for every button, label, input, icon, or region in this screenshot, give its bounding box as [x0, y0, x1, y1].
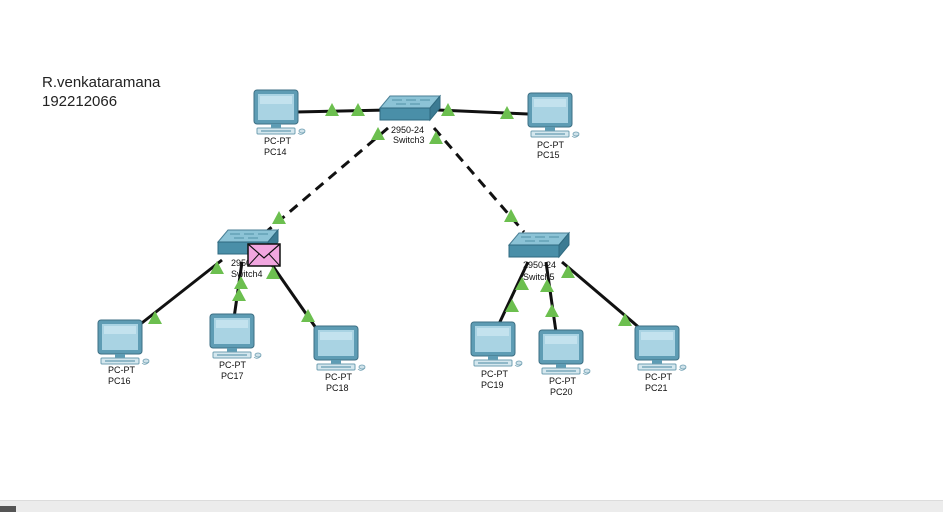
link-light-up [515, 277, 529, 290]
pc21-name-label: PC21 [645, 383, 668, 393]
pc14-name-label: PC14 [264, 147, 287, 157]
link-light-up [505, 299, 519, 312]
pc14-type-label: PC-PT [264, 136, 292, 146]
pc14-device[interactable]: PC-PT PC14 [253, 89, 306, 157]
link-light-up [210, 261, 224, 274]
link-switch5-pc19[interactable] [496, 261, 530, 327]
pc17-device[interactable]: PC-PT PC17 [209, 313, 262, 381]
envelope-icon[interactable] [247, 243, 281, 267]
link-switch4-pc16[interactable] [137, 258, 223, 328]
link-switch3-switch5[interactable] [432, 127, 526, 233]
pc21-device[interactable]: PC-PT PC21 [634, 325, 687, 393]
switch5-device[interactable]: 2950-24 Switch5 [508, 232, 570, 282]
switch5-model-label: 2950-24 [523, 260, 556, 270]
switch5-name-label: Switch5 [523, 272, 555, 282]
pc16-type-label: PC-PT [108, 365, 136, 375]
link-switch5-pc21[interactable] [561, 260, 643, 332]
link-light-up [504, 209, 518, 222]
link-light-up [325, 103, 339, 116]
pc20-type-label: PC-PT [549, 376, 577, 386]
link-light-up [545, 304, 559, 317]
link-light-up [441, 103, 455, 116]
status-bar [0, 500, 943, 512]
pc19-device[interactable]: PC-PT PC19 [470, 321, 523, 390]
link-light-up [272, 211, 286, 224]
pc16-name-label: PC16 [108, 376, 131, 386]
scroll-handle[interactable] [0, 506, 16, 512]
link-pc14-switch3[interactable] [295, 108, 387, 114]
author-note[interactable]: R.venkataramana 192212066 [42, 73, 160, 111]
switch3-model-label: 2950-24 [391, 125, 424, 135]
link-light-up [301, 309, 315, 322]
pc17-type-label: PC-PT [219, 360, 247, 370]
pc15-device[interactable]: PC-PT PC15 [527, 92, 580, 160]
author-name: R.venkataramana [42, 74, 161, 91]
pc20-name-label: PC20 [550, 387, 573, 397]
link-light-up [618, 313, 632, 326]
pc15-name-label: PC15 [537, 150, 560, 160]
switch3-name-label: Switch3 [393, 135, 425, 145]
link-light-up [232, 288, 246, 301]
link-light-up [429, 131, 443, 144]
pc15-type-label: PC-PT [537, 140, 565, 150]
link-switch5-pc20[interactable] [544, 261, 558, 333]
link-light-up [500, 106, 514, 119]
switch4-name-label: Switch4 [231, 269, 263, 279]
switch3-device[interactable]: 2950-24 Switch3 [379, 95, 441, 145]
pc20-device[interactable]: PC-PT PC20 [538, 329, 591, 397]
link-light-up [148, 311, 162, 324]
pc17-name-label: PC17 [221, 371, 244, 381]
link-light-up [234, 276, 248, 289]
link-switch3-switch4[interactable] [265, 126, 389, 234]
pc16-device[interactable]: PC-PT PC16 [97, 319, 150, 386]
author-id: 192212066 [42, 93, 118, 110]
pc19-name-label: PC19 [481, 380, 504, 390]
pc18-name-label: PC18 [326, 383, 349, 393]
link-light-up [540, 279, 554, 292]
link-light-up [351, 103, 365, 116]
link-light-up [561, 265, 575, 278]
link-switch3-pc15[interactable] [437, 108, 529, 116]
link-light-up [266, 266, 280, 279]
pc18-device[interactable]: PC-PT PC18 [313, 325, 366, 393]
pc21-type-label: PC-PT [645, 372, 673, 382]
pc18-type-label: PC-PT [325, 372, 353, 382]
pc19-type-label: PC-PT [481, 369, 509, 379]
link-light-up [371, 127, 385, 140]
